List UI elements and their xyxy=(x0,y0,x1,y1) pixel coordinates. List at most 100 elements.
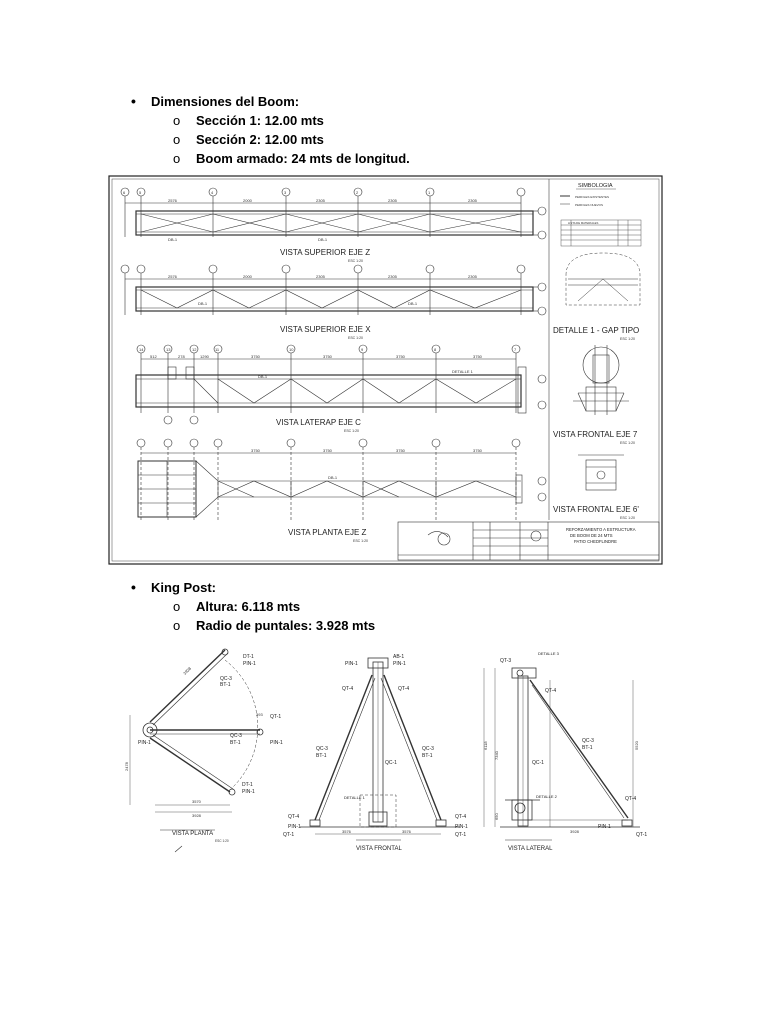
view-title-frontal: VISTA FRONTAL xyxy=(356,846,402,852)
dimension-label: 2305 xyxy=(388,198,398,203)
list-item: o Sección 2: 12.00 mts xyxy=(173,132,324,147)
axis-mark: 6 xyxy=(123,190,126,195)
part-label: QT-4 xyxy=(545,688,556,694)
part-label: DETALLE 2 xyxy=(536,794,558,799)
part-label: QC-3 xyxy=(316,746,328,752)
dimension-label: 5520 xyxy=(634,740,639,750)
axis-mark: 9 xyxy=(361,347,364,352)
view-title-lateral: VISTA LATERAL xyxy=(508,846,553,852)
dimension-label: 3750 xyxy=(323,448,333,453)
axis-mark: 14 xyxy=(139,347,144,352)
part-label: DT-1 xyxy=(243,654,254,660)
view-title-superior-z: VISTA SUPERIOR EJE Z xyxy=(280,248,370,257)
frontal-6-title: VISTA FRONTAL EJE 6' xyxy=(553,505,639,514)
dimension-label: 2576 xyxy=(168,198,178,203)
dimension-label: 3750 xyxy=(396,354,406,359)
part-label: BT-1 xyxy=(316,753,327,759)
dimension-label: 2478 xyxy=(124,761,129,771)
dimension-label: 2000 xyxy=(243,274,253,279)
part-label: BT-1 xyxy=(422,753,433,759)
part-label: QT-4 xyxy=(625,796,636,802)
part-label: PIN-1 xyxy=(243,661,256,667)
dimension-label: 650 xyxy=(494,813,499,820)
part-label: QC-1 xyxy=(532,760,544,766)
dimension-label: 3928 xyxy=(192,813,202,818)
member-label: DB-1 xyxy=(328,475,338,480)
dimension-label: 3750 xyxy=(251,448,261,453)
axis-mark: 12 xyxy=(192,347,197,352)
list-item-text: Boom armado: 24 mts de longitud. xyxy=(196,151,410,166)
part-label: PIN-1 xyxy=(242,789,255,795)
dimension-label: 3928 xyxy=(182,665,192,675)
dimension-label: 2305 xyxy=(468,198,478,203)
dimension-label: 2305 xyxy=(388,274,398,279)
list-item-boom-title: • Dimensiones del Boom: xyxy=(131,93,300,109)
sub-bullet-icon: o xyxy=(173,132,181,147)
dimension-label: 3570 xyxy=(192,799,202,804)
bullet-icon: • xyxy=(131,93,136,109)
dimension-label: 3750 xyxy=(473,448,483,453)
scale-label: ESC 1:20 xyxy=(620,337,635,341)
view-title-planta-z: VISTA PLANTA EJE Z xyxy=(288,528,367,537)
part-label: QT-4 xyxy=(455,814,466,820)
part-label: QT-4 xyxy=(342,686,353,692)
part-label: DETALLE 3 xyxy=(538,651,560,656)
part-label: BT-1 xyxy=(230,740,241,746)
part-label: QT-4 xyxy=(398,686,409,692)
part-label: PIN-1 xyxy=(393,661,406,667)
symbology-item: PERFILES EXISTENTES xyxy=(575,195,609,199)
view-title-planta: VISTA PLANTA xyxy=(172,831,213,837)
part-label: QC-3 xyxy=(230,733,242,739)
sub-bullet-icon: o xyxy=(173,151,181,166)
dimension-label: 3576 xyxy=(402,829,412,834)
dimension-label: 3750 xyxy=(473,354,483,359)
axis-mark: 2 xyxy=(356,190,359,195)
axis-mark: 8 xyxy=(434,347,437,352)
title-block-line: PATIO CHEDFLINDRE xyxy=(574,539,617,544)
part-label: PIN-1 xyxy=(138,740,151,746)
axis-mark: 11 xyxy=(215,347,220,352)
axis-mark: 13 xyxy=(166,347,171,352)
boom-title: Dimensiones del Boom: xyxy=(151,94,300,109)
dimension-label: 1290 xyxy=(200,354,210,359)
dimension-label: 2576 xyxy=(168,274,178,279)
dimension-label: 6118 xyxy=(483,741,488,750)
dimension-label: 2305 xyxy=(316,274,326,279)
part-label: PIN-1 xyxy=(270,740,283,746)
kingpost-technical-drawing: DT-1 PIN-1 QC-3 BT-1 QT-1 PIN-1 QC-3 BT-… xyxy=(124,648,647,853)
dimension-label: 2000 xyxy=(243,198,253,203)
symbology-item: PERFILES NUEVOS xyxy=(575,203,603,207)
axis-mark: 5 xyxy=(139,190,142,195)
part-label: QT-1 xyxy=(283,832,294,838)
part-label: BT-1 xyxy=(582,745,593,751)
part-label: DETALLE 1 xyxy=(344,795,366,800)
part-label: QC-3 xyxy=(220,676,232,682)
member-label: DB-1 xyxy=(318,237,328,242)
title-block-line: REFORZAMIENTO A ESTRUCTURA xyxy=(566,527,636,532)
dimension-label: 3750 xyxy=(251,354,261,359)
dimension-label: 3750 xyxy=(323,354,333,359)
part-label: QT-1 xyxy=(455,832,466,838)
part-label: PIN-1 xyxy=(455,824,468,830)
part-label: QT-1 xyxy=(636,832,647,838)
view-title-superior-x: VISTA SUPERIOR EJE X xyxy=(280,325,371,334)
axis-mark: 1 xyxy=(428,190,431,195)
member-label: DB-1 xyxy=(198,301,208,306)
list-item: o Altura: 6.118 mts xyxy=(173,599,300,614)
scale-label: ESC 1:20 xyxy=(348,336,363,340)
dimension-label: 3928 xyxy=(570,829,580,834)
scale-label: ESC 1:20 xyxy=(344,429,359,433)
part-label: QT-3 xyxy=(500,658,511,664)
list-item: o Sección 1: 12.00 mts xyxy=(173,113,324,128)
axis-mark: 3 xyxy=(284,190,287,195)
sub-bullet-icon: o xyxy=(173,599,181,614)
dimension-label: 3576 xyxy=(342,829,352,834)
list-item-text: Sección 2: 12.00 mts xyxy=(196,132,324,147)
dimension-label: 2305 xyxy=(468,274,478,279)
part-label: AB-1 xyxy=(393,654,404,660)
dimension-label: 393 xyxy=(256,712,263,717)
part-label: QC-3 xyxy=(582,738,594,744)
materials-title: LISTA DE MATERIALES xyxy=(568,221,598,225)
list-item: o Radio de puntales: 3.928 mts xyxy=(173,618,376,633)
list-item-text: Radio de puntales: 3.928 mts xyxy=(196,618,376,633)
